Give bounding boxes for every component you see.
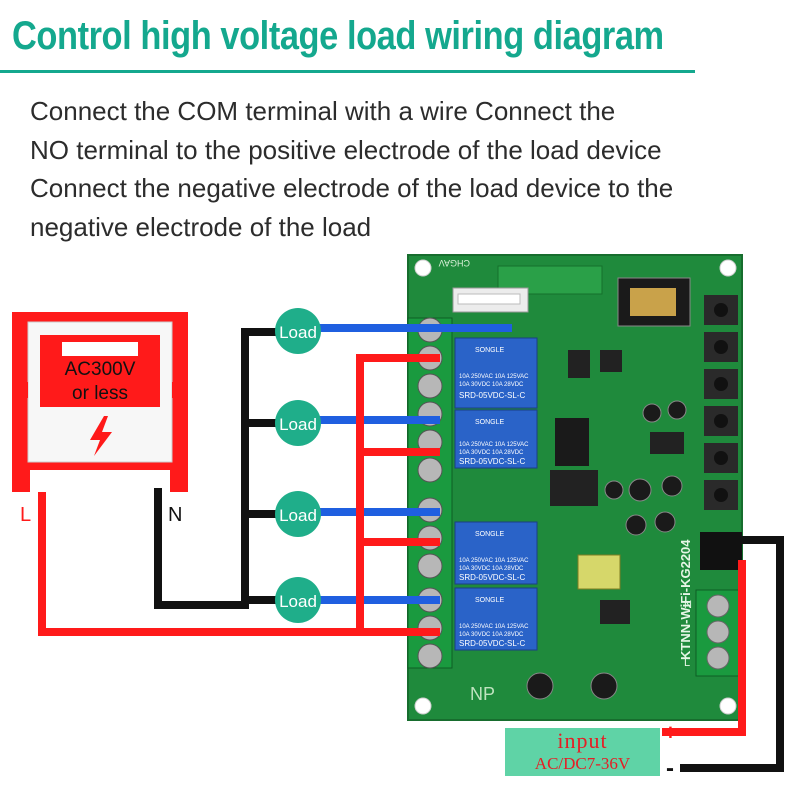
terminal-l-label: L <box>684 657 690 669</box>
svg-text:10A 30VDC 10A 28VDC: 10A 30VDC 10A 28VDC <box>459 382 524 388</box>
neutral-wire <box>154 328 279 609</box>
svg-text:SRD-05VDC-SL-C: SRD-05VDC-SL-C <box>459 573 525 582</box>
lightning-icon <box>90 416 112 456</box>
load-label: Load <box>279 506 317 525</box>
svg-text:SRD-05VDC-SL-C: SRD-05VDC-SL-C <box>459 639 525 648</box>
description: Connect the COM terminal with a wire Con… <box>30 92 790 246</box>
input-voltage-range: AC/DC7-36V <box>534 754 631 773</box>
relay-terminal-blocks <box>407 317 453 669</box>
page-title: Control high voltage load wiring diagram <box>12 14 664 58</box>
relay-4: SONGLE 10A 250VAC 10A 125VAC 10A 30VDC 1… <box>454 587 538 651</box>
relay-1: SONGLE 10A 250VAC 10A 125VAC 10A 30VDC 1… <box>454 337 538 409</box>
source-voltage-label: AC300V <box>65 359 136 380</box>
svg-text:10A 250VAC 10A 125VAC: 10A 250VAC 10A 125VAC <box>459 624 529 630</box>
svg-text:10A 250VAC 10A 125VAC: 10A 250VAC 10A 125VAC <box>459 374 529 380</box>
svg-text:SONGLE: SONGLE <box>475 531 505 538</box>
input-terminal-block: N L <box>684 589 741 677</box>
load-4: Load <box>275 577 321 623</box>
terminal-n-label: N <box>684 599 692 611</box>
input-plus-label: + <box>664 720 677 745</box>
load-2: Load <box>275 400 321 446</box>
description-line: NO terminal to the positive electrode of… <box>30 134 662 165</box>
title-underline <box>0 70 695 73</box>
neutral-label: N <box>168 504 182 526</box>
load-1: Load <box>275 308 321 354</box>
svg-text:10A 30VDC 10A 28VDC: 10A 30VDC 10A 28VDC <box>459 632 524 638</box>
board-top-mark: CHGAV <box>439 258 470 268</box>
source-voltage-sublabel: or less <box>72 383 128 404</box>
line-wire <box>38 354 440 636</box>
svg-text:SONGLE: SONGLE <box>475 347 505 354</box>
load-label: Load <box>279 415 317 434</box>
svg-text:SONGLE: SONGLE <box>475 597 505 604</box>
relay-3: SONGLE 10A 250VAC 10A 125VAC 10A 30VDC 1… <box>454 521 538 585</box>
svg-text:10A 250VAC 10A 125VAC: 10A 250VAC 10A 125VAC <box>459 558 529 564</box>
input-minus-label: - <box>666 755 674 782</box>
description-line: Connect the COM terminal with a wire Con… <box>30 96 616 126</box>
load-3: Load <box>275 491 321 537</box>
line-label: L <box>20 504 31 526</box>
tactile-buttons <box>704 295 738 510</box>
svg-text:10A 30VDC 10A 28VDC: 10A 30VDC 10A 28VDC <box>459 450 524 456</box>
svg-text:SRD-05VDC-SL-C: SRD-05VDC-SL-C <box>459 391 525 400</box>
board-bottom-mark: NP <box>470 684 495 704</box>
ac-power-source: AC300V or less L N <box>12 312 188 526</box>
description-line: negative electrode of the load <box>30 211 372 242</box>
input-label: input <box>557 728 608 753</box>
load-label: Load <box>279 323 317 342</box>
input-spec-box: input AC/DC7-36V <box>505 728 660 776</box>
svg-text:SRD-05VDC-SL-C: SRD-05VDC-SL-C <box>459 457 525 466</box>
board-model-label: KTNN-WiFi-KG2204 <box>678 539 693 660</box>
svg-text:10A 30VDC 10A 28VDC: 10A 30VDC 10A 28VDC <box>459 566 524 572</box>
input-supply-wires <box>662 536 784 772</box>
svg-text:SONGLE: SONGLE <box>475 419 505 426</box>
load-label: Load <box>279 592 317 611</box>
description-line: Connect the negative electrode of the lo… <box>30 173 674 203</box>
relay-2: SONGLE 10A 250VAC 10A 125VAC 10A 30VDC 1… <box>454 409 538 469</box>
svg-text:10A 250VAC 10A 125VAC: 10A 250VAC 10A 125VAC <box>459 442 529 448</box>
load-no-wires <box>318 324 512 604</box>
